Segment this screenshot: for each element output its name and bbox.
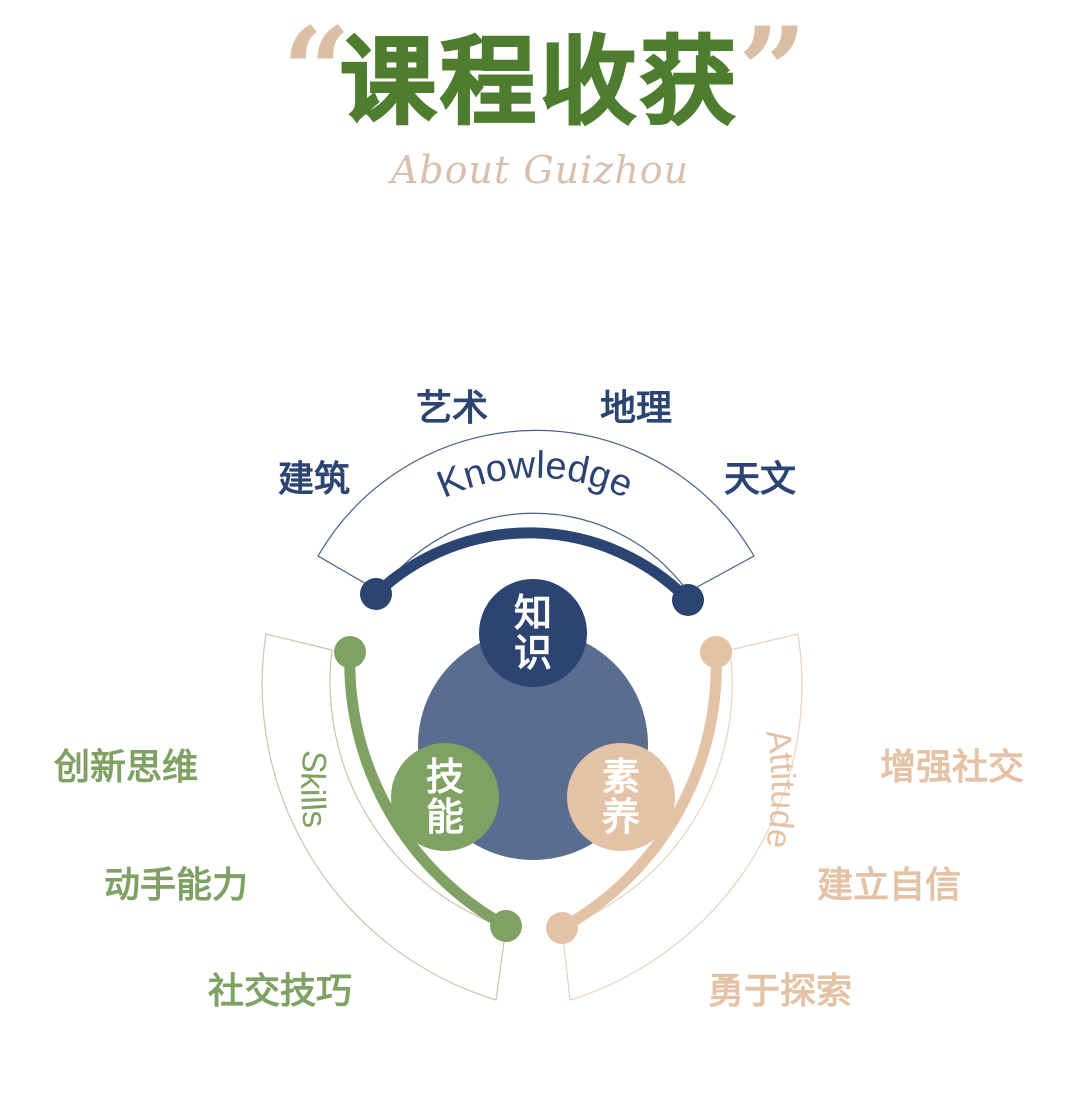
skills-item-innovative-thinking: 创新思维 bbox=[54, 747, 198, 788]
skills-circle bbox=[391, 743, 499, 851]
attitude-center-char-1: 素 bbox=[602, 755, 640, 799]
attitude-frame bbox=[561, 633, 803, 1001]
attitude-dot-bottom bbox=[546, 912, 578, 944]
knowledge-center-char-1: 知 bbox=[514, 591, 552, 635]
attitude-dot-top bbox=[700, 636, 732, 668]
page-subtitle: About Guizhou bbox=[390, 148, 690, 192]
knowledge-item-astronomy: 天文 bbox=[724, 459, 796, 500]
open-quote-mark: “ bbox=[282, 1, 352, 142]
knowledge-dot-right bbox=[672, 584, 704, 616]
knowledge-frame bbox=[317, 429, 755, 593]
skills-dot-top bbox=[334, 636, 366, 668]
title-bar: 课程收获 bbox=[0, 22, 1080, 142]
attitude-item-brave-exploration: 勇于探索 bbox=[708, 971, 852, 1012]
knowledge-center-char-2: 识 bbox=[514, 631, 552, 675]
skills-arc-label: Skills bbox=[293, 749, 334, 830]
attitude-arc bbox=[556, 646, 722, 934]
knowledge-item-art: 艺术 bbox=[416, 388, 488, 429]
skills-dot-bottom bbox=[490, 910, 522, 942]
knowledge-arc-label: Knowledge bbox=[431, 444, 639, 506]
attitude-item-enhance-socializing: 增强社交 bbox=[880, 746, 1024, 788]
knowledge-dot-left bbox=[360, 578, 392, 610]
knowledge-item-architecture: 建筑 bbox=[278, 459, 350, 500]
close-quote-mark: ” bbox=[738, 1, 808, 142]
page-title: 课程收获 bbox=[339, 25, 740, 139]
attitude-circle bbox=[567, 743, 675, 851]
knowledge-item-geography: 地理 bbox=[600, 388, 672, 429]
knowledge-circle bbox=[479, 579, 587, 687]
skills-center-char-1: 技 bbox=[426, 755, 464, 799]
knowledge-arc bbox=[370, 527, 694, 606]
attitude-center-char-2: 养 bbox=[602, 795, 640, 839]
attitude-item-build-confidence: 建立自信 bbox=[817, 865, 961, 906]
skills-frame bbox=[261, 633, 507, 1001]
attitude-arc-label: Attitude bbox=[758, 727, 802, 851]
skills-arc bbox=[344, 646, 512, 932]
skills-item-social-skills: 社交技巧 bbox=[208, 970, 352, 1012]
skills-item-hands-on-ability: 动手能力 bbox=[104, 865, 248, 906]
skills-center-char-2: 能 bbox=[426, 795, 464, 839]
